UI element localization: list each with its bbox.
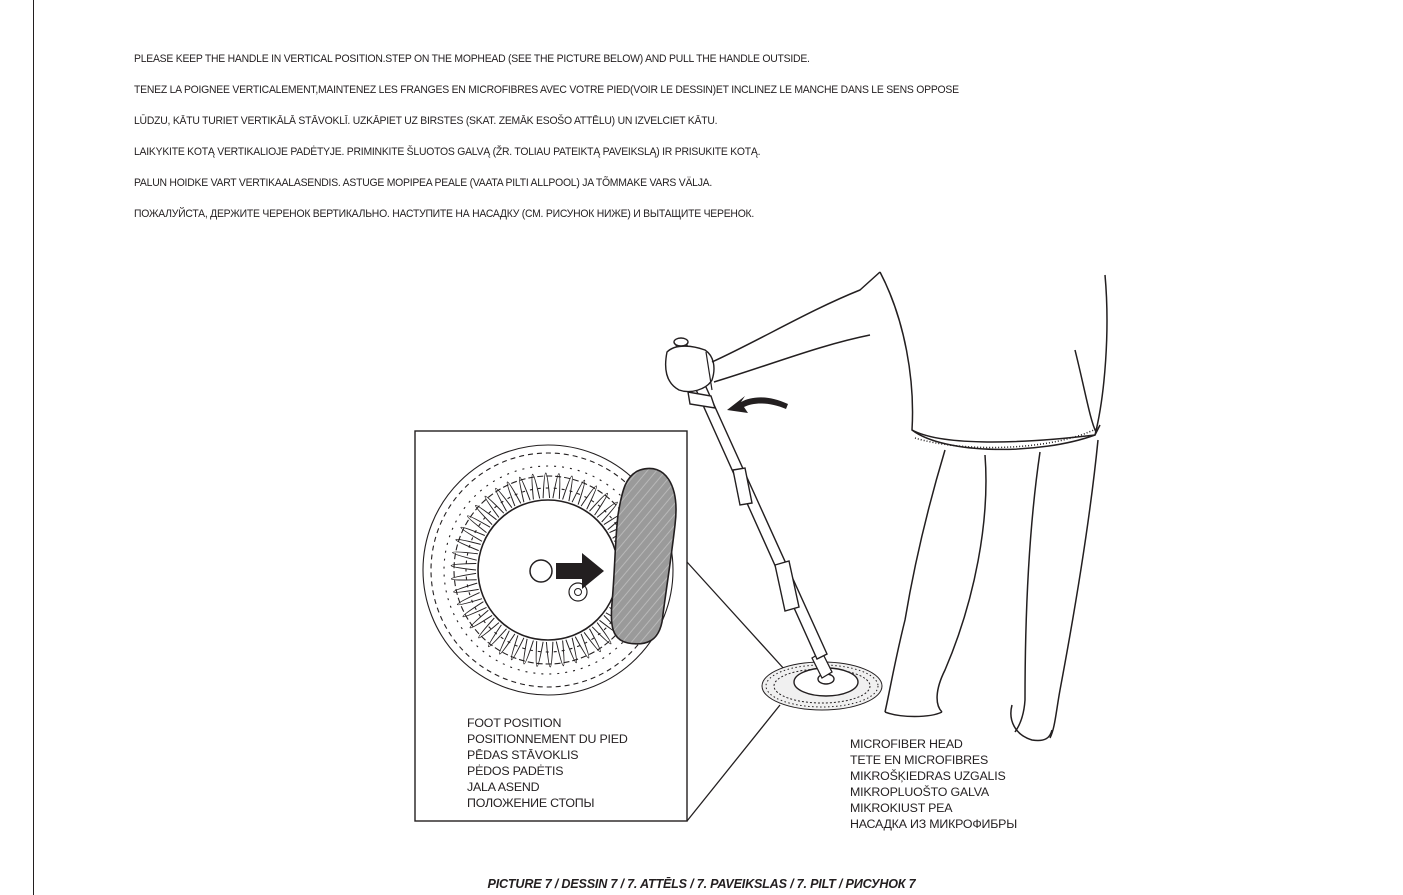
person-figure [706, 272, 1107, 741]
microfiber-head-label-fr: TETE EN MICROFIBRES [850, 752, 1017, 768]
microfiber-head-label-en: MICROFIBER HEAD [850, 736, 1017, 752]
microfiber-head-label-lt: MIKROPLUOŠTO GALVA [850, 784, 1017, 800]
foot-position-label: FOOT POSITION POSITIONNEMENT DU PIED PĒD… [467, 715, 628, 811]
foot-position-label-en: FOOT POSITION [467, 715, 628, 731]
foot-position-label-ru: ПОЛОЖЕНИЕ СТОПЫ [467, 795, 628, 811]
microfiber-head-label-ru: НАСАДКА ИЗ МИКРОФИБРЫ [850, 816, 1017, 832]
microfiber-head-label-et: MIKROKIUST PEA [850, 800, 1017, 816]
curved-arrow-icon [727, 396, 788, 413]
microfiber-head-label-lv: MIKROŠĶIEDRAS UZGALIS [850, 768, 1017, 784]
foot-position-label-lv: PĒDAS STĀVOKLIS [467, 747, 628, 763]
foot-sole [611, 468, 676, 643]
foot-position-label-et: JALA ASEND [467, 779, 628, 795]
foot-position-label-lt: PĖDOS PADĖTIS [467, 763, 628, 779]
figure-caption: PICTURE 7 / DESSIN 7 / 7. ATTĒLS / 7. PA… [0, 877, 1403, 891]
microfiber-head-label: MICROFIBER HEAD TETE EN MICROFIBRES MIKR… [850, 736, 1017, 832]
foot-position-label-fr: POSITIONNEMENT DU PIED [467, 731, 628, 747]
mop-head-scene [762, 652, 882, 710]
